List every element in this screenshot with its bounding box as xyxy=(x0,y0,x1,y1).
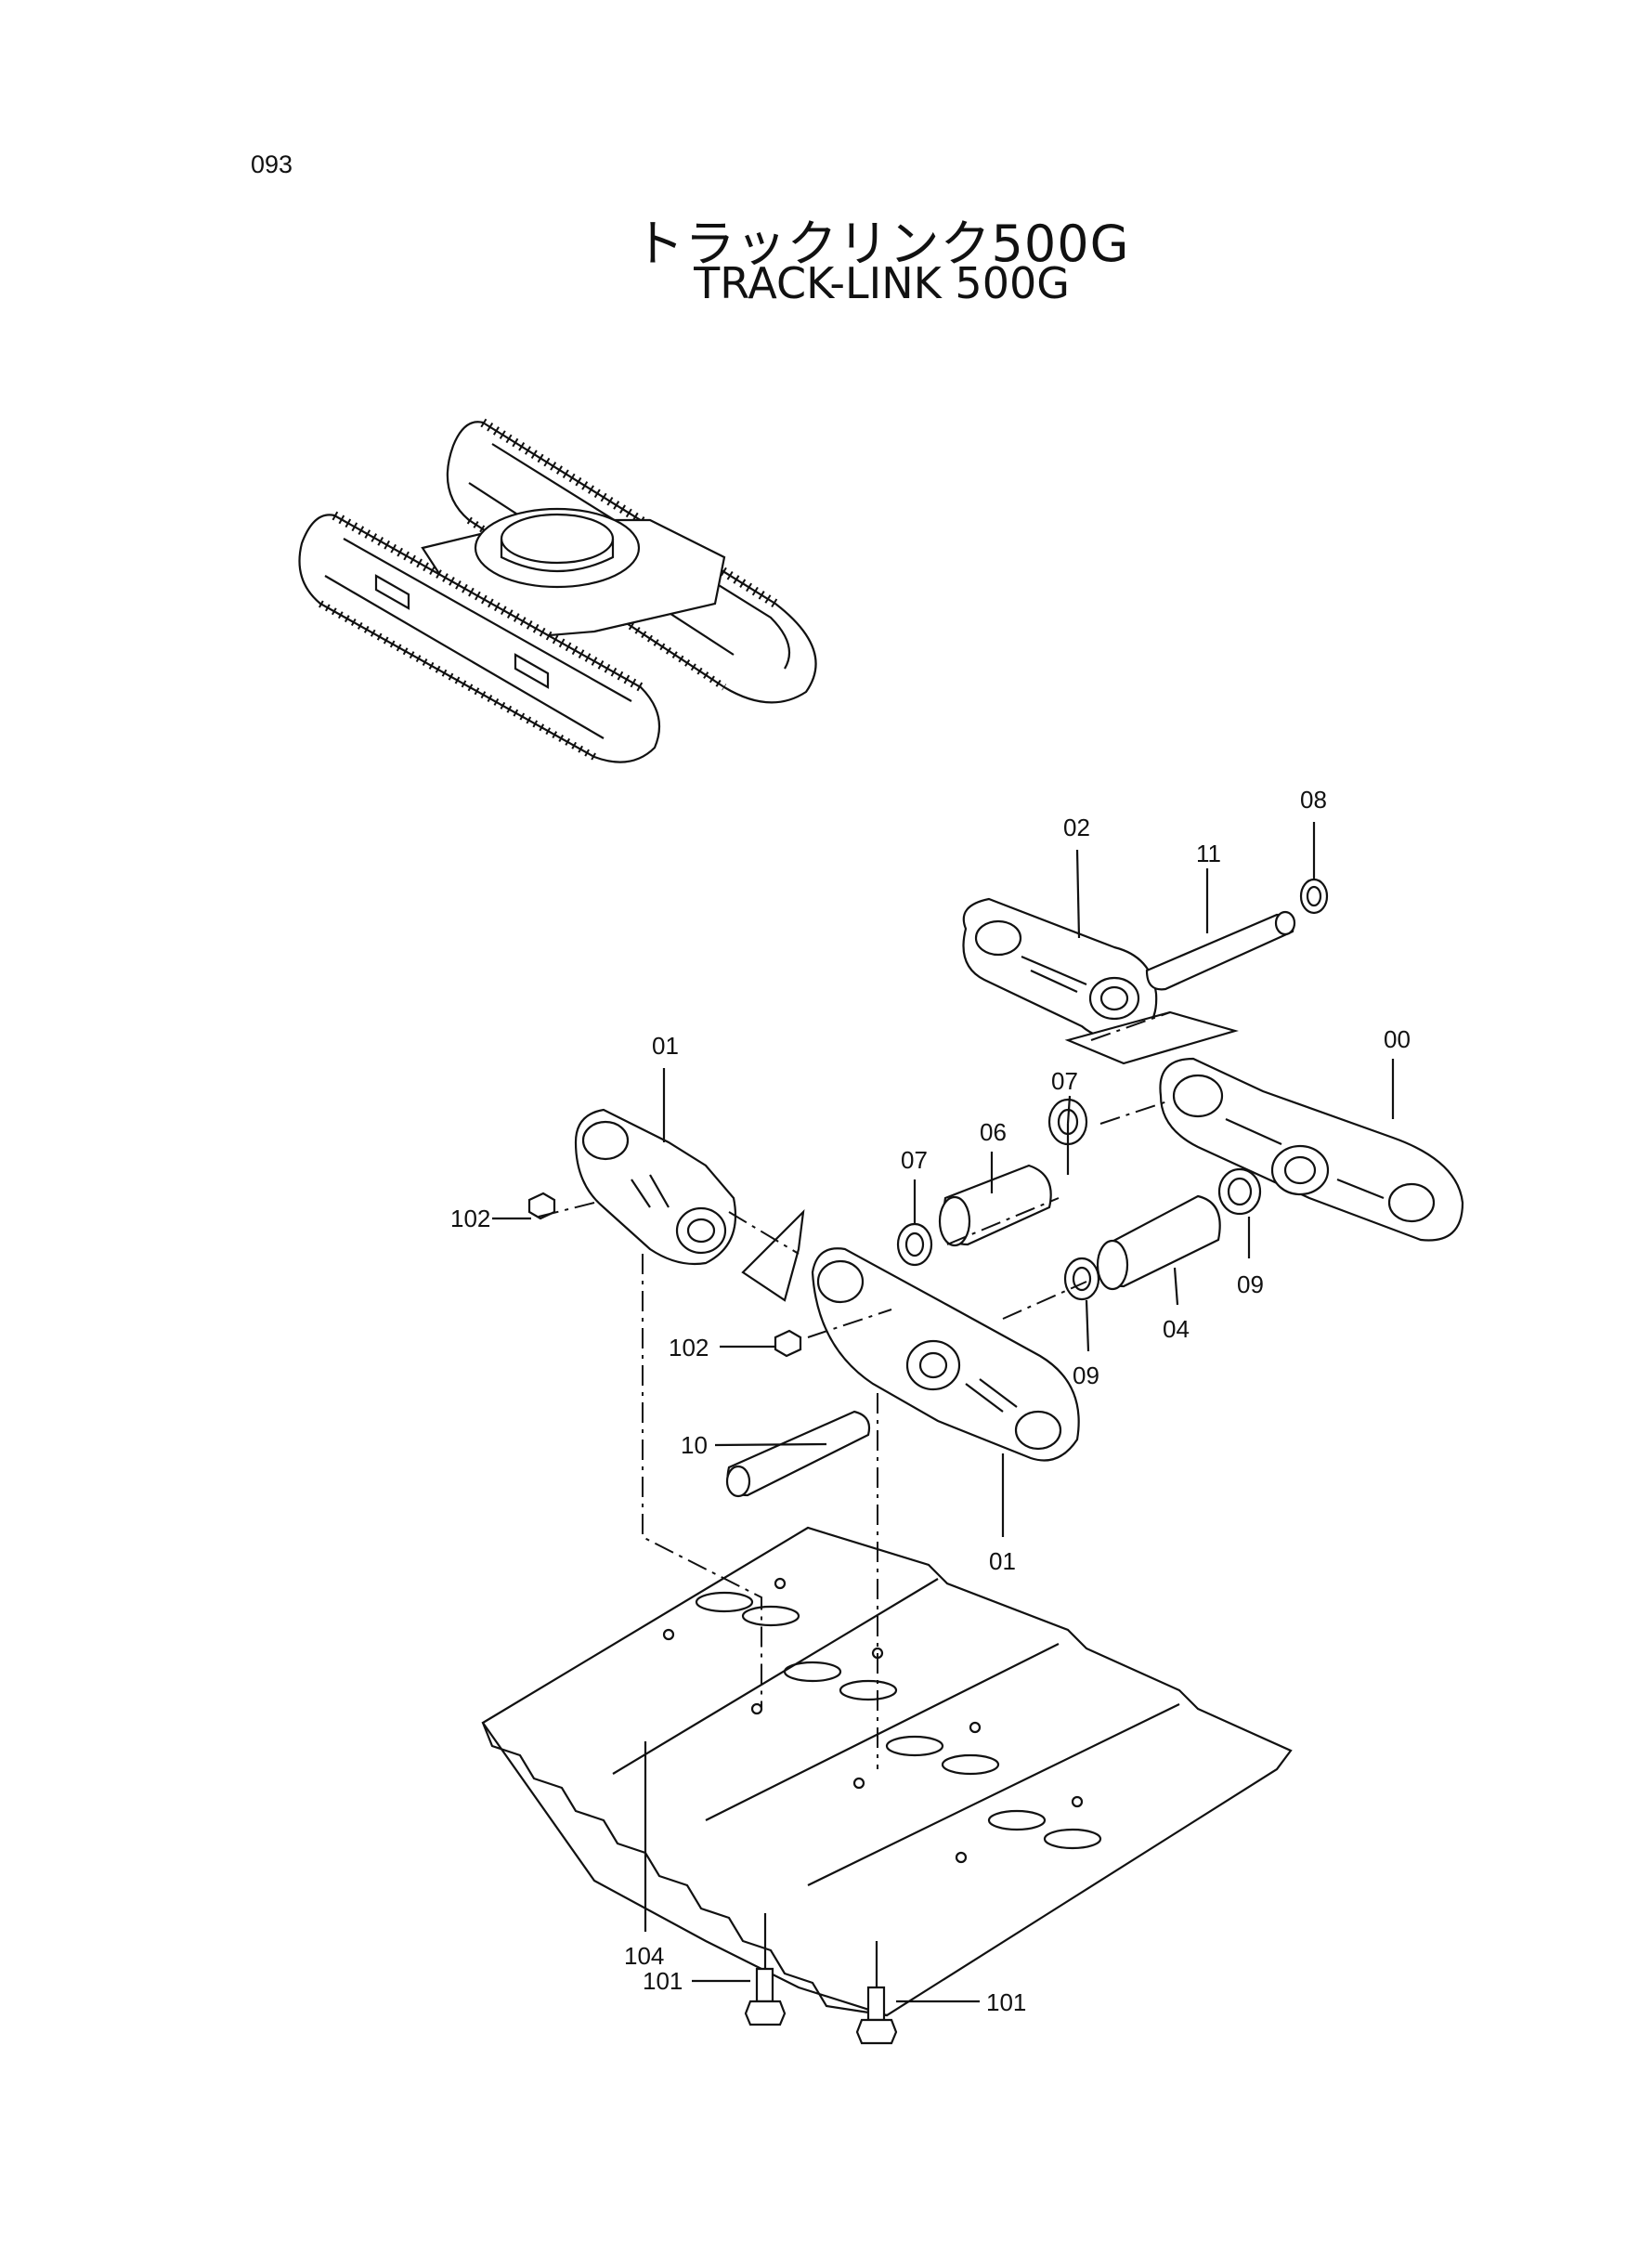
callout-09-right: 09 xyxy=(1237,1270,1264,1298)
callout-02: 02 xyxy=(1063,814,1090,841)
title-japanese: トラックリンク500G xyxy=(633,215,1130,273)
assembly-lines xyxy=(538,1011,1171,1769)
leader-lines xyxy=(492,822,1395,2003)
callout-101-left: 101 xyxy=(643,1967,683,1995)
shoe-bolt-101-right xyxy=(855,1986,898,2045)
callout-10: 10 xyxy=(681,1431,708,1459)
title-english: TRACK-LINK 500G xyxy=(694,258,1070,308)
callout-01-left: 01 xyxy=(652,1032,679,1060)
hidden-plane-upper xyxy=(1064,1010,1239,1065)
shoe-bolt-101-left xyxy=(744,1967,787,2026)
page-number: 093 xyxy=(251,150,293,178)
callout-07-lower: 07 xyxy=(901,1146,928,1174)
undercarriage-overview xyxy=(298,418,817,763)
callout-04: 04 xyxy=(1163,1315,1190,1343)
callout-01-bottom: 01 xyxy=(989,1547,1016,1575)
nut-102-lower xyxy=(774,1329,802,1358)
hidden-plane-left xyxy=(741,1208,805,1302)
track-shoe-104 xyxy=(481,1526,1293,2017)
callout-102-lower: 102 xyxy=(669,1334,709,1362)
track-link-01-center xyxy=(811,1247,1080,1462)
track-link-01-left xyxy=(574,1108,737,1266)
callout-101-right: 101 xyxy=(986,1988,1026,2016)
callout-104: 104 xyxy=(624,1942,664,1970)
callout-11: 11 xyxy=(1196,840,1221,867)
crawler-track-front xyxy=(298,511,661,763)
callout-09-lower: 09 xyxy=(1073,1362,1099,1389)
callout-06: 06 xyxy=(980,1118,1007,1146)
retaining-ring-08 xyxy=(1299,878,1329,915)
track-link-00 xyxy=(1159,1057,1464,1242)
callout-102-upper: 102 xyxy=(450,1205,490,1232)
nut-102-upper xyxy=(527,1192,556,1220)
seal-09-lower xyxy=(1063,1257,1100,1301)
seal-07-lower xyxy=(896,1222,933,1267)
spacer-06 xyxy=(938,1164,1052,1247)
callout-08: 08 xyxy=(1300,786,1327,814)
callout-labels: 02 11 08 00 01 07 06 07 102 09 04 102 09… xyxy=(450,786,1411,2016)
seal-09-right xyxy=(1217,1167,1262,1216)
track-pin-11 xyxy=(1145,910,1296,991)
callout-00: 00 xyxy=(1384,1025,1411,1053)
track-pin-10 xyxy=(725,1410,871,1498)
callout-07-upper: 07 xyxy=(1051,1067,1078,1095)
track-link-02 xyxy=(962,897,1158,1042)
bushing-04 xyxy=(1096,1194,1221,1291)
